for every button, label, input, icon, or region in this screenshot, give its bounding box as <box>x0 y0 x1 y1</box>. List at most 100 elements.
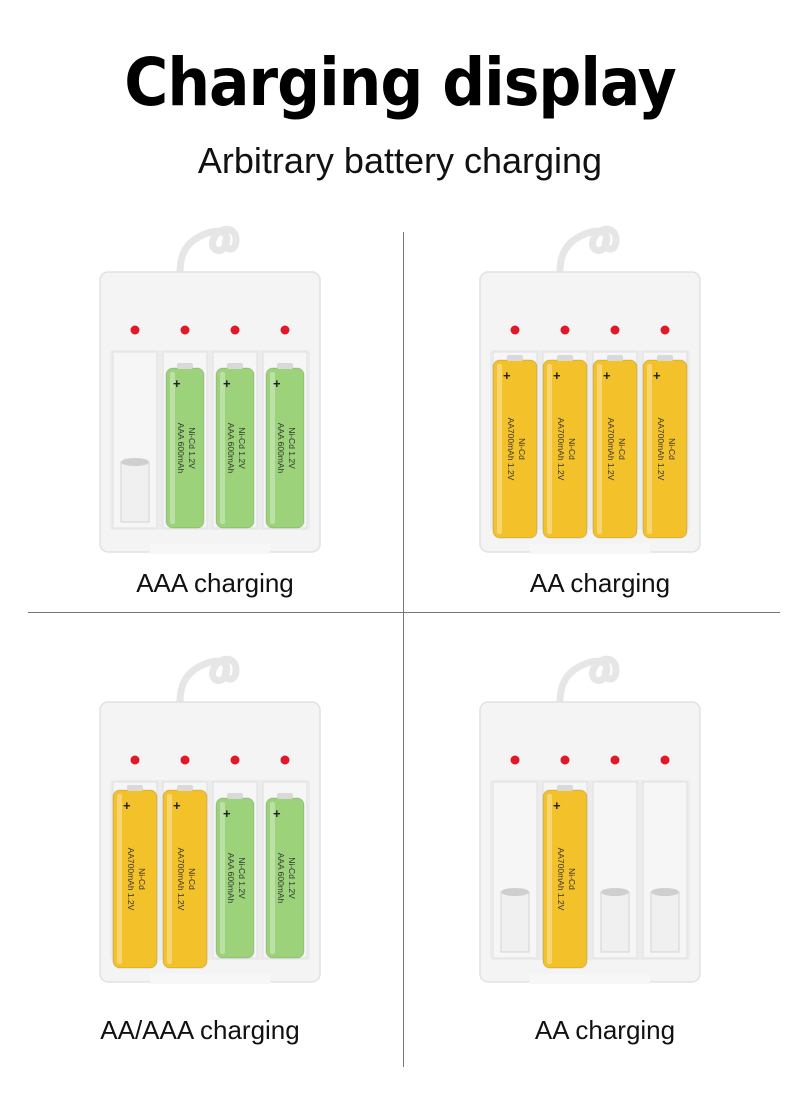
battery-label: AA700mAh 1.2V <box>656 418 666 481</box>
charging-led <box>230 755 240 765</box>
plus-mark: + <box>653 368 661 383</box>
battery-label: Ni-Cd <box>517 438 527 460</box>
battery-label: AA700mAh 1.2V <box>556 848 566 911</box>
battery-label: Ni-Cd <box>667 438 677 460</box>
spring-contact <box>650 891 680 953</box>
battery-bay <box>110 780 310 960</box>
plus-mark: + <box>273 376 281 391</box>
power-cable <box>556 225 620 276</box>
power-cable <box>176 655 240 706</box>
plus-mark: + <box>553 798 561 813</box>
battery-label: AAA 600mAh <box>226 423 236 474</box>
spring-contact <box>120 461 150 523</box>
caption-1: AAA charging <box>136 568 294 598</box>
plus-mark: + <box>173 376 181 391</box>
battery-label: AA700mAh 1.2V <box>176 848 186 911</box>
charging-led <box>280 325 290 335</box>
spring-contact-top <box>501 888 529 896</box>
plus-mark: + <box>603 368 611 383</box>
charging-led <box>280 755 290 765</box>
charging-led <box>180 325 190 335</box>
plus-mark: + <box>223 806 231 821</box>
charging-led <box>660 325 670 335</box>
battery-label: Ni-Cd <box>567 438 577 460</box>
spring-contact <box>500 891 530 953</box>
plus-mark: + <box>273 806 281 821</box>
battery-label: Ni-Cd 1.2V <box>237 857 247 899</box>
spring-contact-top <box>651 888 679 896</box>
power-cable <box>556 655 620 706</box>
page-title: Charging display <box>124 44 676 122</box>
battery-bay <box>490 350 690 530</box>
battery-label: Ni-Cd <box>617 438 627 460</box>
caption-2: AA charging <box>529 568 671 598</box>
page-subtitle: Arbitrary battery charging <box>197 140 603 181</box>
caption-4: AA charging <box>534 1015 676 1045</box>
battery-label: Ni-Cd 1.2V <box>237 427 247 469</box>
charger-foot <box>530 544 650 554</box>
battery-label: AAA 600mAh <box>276 423 286 474</box>
charging-led <box>510 325 520 335</box>
charging-led <box>560 755 570 765</box>
vertical-divider <box>403 232 404 1067</box>
charger-foot <box>150 544 270 554</box>
battery-label: AAA 600mAh <box>176 423 186 474</box>
battery-label: Ni-Cd <box>567 868 577 890</box>
spring-contact <box>600 891 630 953</box>
battery-label: Ni-Cd <box>137 868 147 890</box>
battery-label: Ni-Cd 1.2V <box>287 427 297 469</box>
charging-led <box>610 755 620 765</box>
charging-led <box>180 755 190 765</box>
battery-label: AA700mAh 1.2V <box>556 418 566 481</box>
charging-led <box>130 755 140 765</box>
charging-led <box>510 755 520 765</box>
charging-led <box>560 325 570 335</box>
power-cable <box>176 225 240 276</box>
charging-led <box>230 325 240 335</box>
charging-led <box>130 325 140 335</box>
spring-contact-top <box>121 458 149 466</box>
battery-label: Ni-Cd <box>187 868 197 890</box>
charger-foot <box>530 974 650 984</box>
battery-bay <box>110 350 310 530</box>
spring-contact-top <box>601 888 629 896</box>
horizontal-divider <box>28 612 780 613</box>
battery-bay <box>490 780 690 960</box>
battery-label: Ni-Cd 1.2V <box>287 857 297 899</box>
battery-label: AAA 600mAh <box>226 853 236 904</box>
battery-label: AA700mAh 1.2V <box>126 848 136 911</box>
battery-label: AA700mAh 1.2V <box>606 418 616 481</box>
plus-mark: + <box>553 368 561 383</box>
plus-mark: + <box>123 798 131 813</box>
battery-label: AAA 600mAh <box>276 853 286 904</box>
battery-label: AA700mAh 1.2V <box>506 418 516 481</box>
charging-led <box>660 755 670 765</box>
charging-led <box>610 325 620 335</box>
battery-label: Ni-Cd 1.2V <box>187 427 197 469</box>
plus-mark: + <box>503 368 511 383</box>
plus-mark: + <box>173 798 181 813</box>
plus-mark: + <box>223 376 231 391</box>
charger-foot <box>150 974 270 984</box>
caption-3: AA/AAA charging <box>100 1015 300 1045</box>
